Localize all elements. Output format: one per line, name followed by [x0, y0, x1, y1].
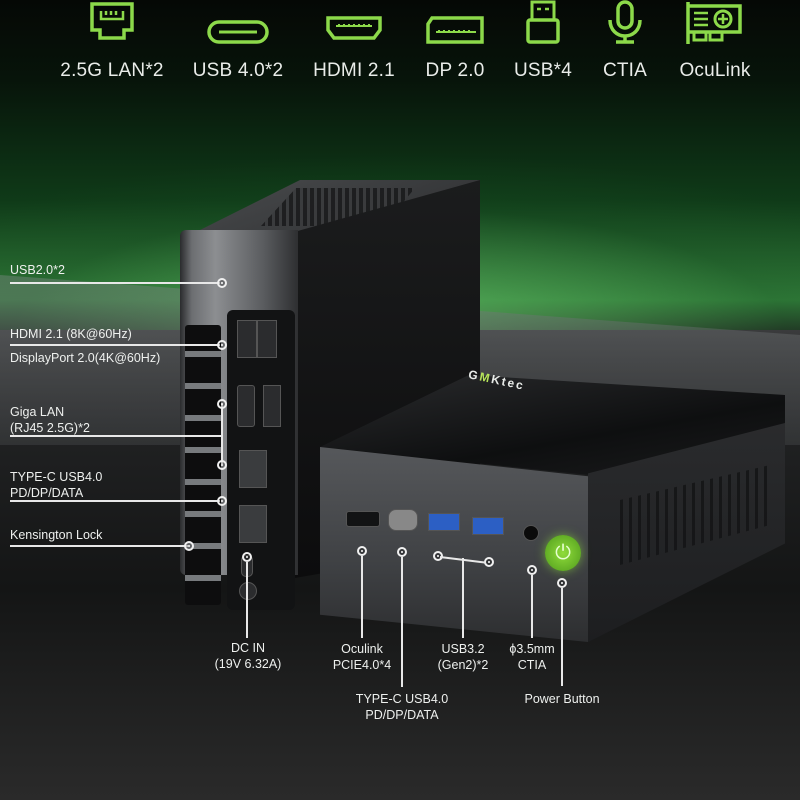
front-label-oculink-line2: PCIE4.0*4 — [332, 658, 392, 672]
front-panel — [320, 447, 588, 642]
leader-line — [462, 558, 464, 638]
leader-line — [401, 557, 403, 687]
leader-line — [10, 282, 220, 284]
callout-dot — [217, 399, 227, 409]
front-label-usb3-line1: USB3.2 — [441, 642, 485, 656]
feature-usb-a: USB*4 — [514, 0, 572, 81]
oculink-port — [346, 511, 380, 527]
rear-label-displayport: DisplayPort 2.0(4K@60Hz) — [10, 351, 161, 365]
ethernet-icon — [90, 2, 134, 40]
rear-label-usbc-line2: PD/DP/DATA — [10, 486, 84, 500]
front-label-usbc-line2: PD/DP/DATA — [365, 708, 439, 722]
callout-dot — [357, 546, 367, 556]
leader-line — [531, 575, 533, 638]
feature-label: 2.5G LAN*2 — [60, 60, 164, 81]
side-vents — [185, 325, 221, 605]
feature-label: USB*4 — [513, 60, 573, 81]
rear-panel — [180, 230, 298, 610]
leader-line — [246, 562, 248, 638]
callout-dot — [242, 552, 252, 562]
feature-ctia: CTIA — [600, 0, 650, 81]
leader-line — [10, 344, 220, 346]
dc-in-port — [239, 582, 257, 600]
feature-hdmi: HDMI 2.1 — [313, 0, 395, 81]
front-label-audio-line2: CTIA — [517, 658, 547, 672]
leader-line — [361, 556, 363, 638]
expansion-card-icon — [686, 2, 742, 44]
feature-usb-c: USB 4.0*2 — [193, 0, 283, 81]
hdmi-port — [237, 385, 255, 427]
front-label-oculink-line1: Oculink — [341, 642, 383, 656]
callout-dot — [433, 551, 443, 561]
usb-a-icon — [526, 0, 560, 44]
audio-jack — [523, 525, 539, 541]
displayport-port — [263, 385, 281, 427]
usb2-port — [237, 320, 257, 358]
leader-line — [221, 404, 223, 464]
microphone-icon — [608, 0, 642, 44]
displayport-icon — [426, 16, 484, 44]
rear-label-usb2: USB2.0*2 — [10, 263, 65, 277]
feature-displayport: DP 2.0 — [422, 0, 488, 81]
callout-dot — [527, 565, 537, 575]
feature-ethernet: 2.5G LAN*2 — [60, 0, 164, 81]
rear-label-hdmi: HDMI 2.1 (8K@60Hz) — [10, 327, 132, 341]
front-label-usbc-line1: TYPE-C USB4.0 — [355, 692, 449, 706]
lan-port — [239, 450, 267, 488]
front-label-power: Power Button — [524, 692, 600, 706]
front-label-usb3-line2: (Gen2)*2 — [437, 658, 489, 672]
front-label-audio-line1: ϕ3.5mm — [509, 642, 555, 656]
rear-label-lan-line1: Giga LAN — [10, 405, 65, 419]
rear-label-usbc-line1: TYPE-C USB4.0 — [10, 470, 103, 484]
feature-label: CTIA — [602, 60, 648, 81]
leader-line — [561, 588, 563, 686]
usb3-port — [428, 513, 460, 531]
leader-line — [10, 545, 188, 547]
callout-dot — [217, 340, 227, 350]
callout-dot — [184, 541, 194, 551]
feature-oculink: OcuLink — [679, 0, 750, 81]
callout-dot — [557, 578, 567, 588]
hdmi-icon — [326, 16, 382, 40]
minipc-front-view — [320, 375, 785, 642]
callout-dot — [397, 547, 407, 557]
leader-line — [10, 500, 220, 502]
leader-line — [10, 435, 222, 437]
callout-dot — [217, 278, 227, 288]
feature-label: DP 2.0 — [425, 60, 485, 81]
usb-c-icon — [207, 20, 269, 44]
rear-label-kensington: Kensington Lock — [10, 528, 103, 542]
usb3-port — [472, 517, 504, 535]
power-button[interactable] — [545, 535, 581, 571]
callout-dot — [217, 460, 227, 470]
usb-c-port — [388, 509, 418, 531]
callout-dot — [217, 496, 227, 506]
usb2-port — [257, 320, 277, 358]
feature-label: OcuLink — [679, 60, 751, 81]
feature-label: HDMI 2.1 — [313, 60, 395, 81]
feature-label: USB 4.0*2 — [192, 60, 284, 81]
rear-label-dcin-line1: DC IN — [230, 641, 266, 655]
rear-port-panel — [227, 310, 295, 610]
feature-icon-row: 2.5G LAN*2 USB 4.0*2 HDMI 2.1 DP 2.0 USB… — [0, 0, 800, 90]
lan-port — [239, 505, 267, 543]
rear-label-lan-line2: (RJ45 2.5G)*2 — [10, 421, 90, 435]
rear-label-dcin-line2: (19V 6.32A) — [214, 657, 282, 671]
